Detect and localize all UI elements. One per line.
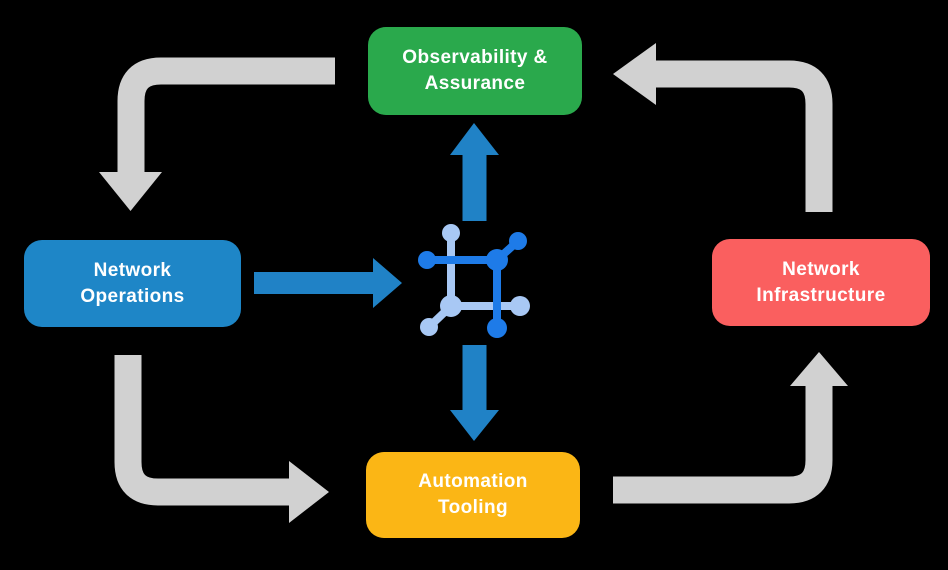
right-arrow-icon xyxy=(254,258,402,308)
node-label-line1: Network xyxy=(782,258,860,280)
cycle-arrow-elbow xyxy=(613,386,833,504)
network-mesh-icon xyxy=(418,224,530,338)
cycle-arrow-operations-to-automation xyxy=(114,355,329,523)
node-label-line1: Automation xyxy=(418,471,528,492)
network-mesh-light-lines xyxy=(420,224,530,336)
flow-arrow-center-to-observability xyxy=(450,123,499,221)
node-label-line2: Tooling xyxy=(438,497,508,518)
node-label-line1: Network xyxy=(93,259,172,281)
node-label-line2: Infrastructure xyxy=(756,284,886,306)
cycle-arrowhead-down xyxy=(99,172,162,211)
up-arrow-icon xyxy=(450,123,499,221)
cycle-arrow-elbow xyxy=(117,57,335,176)
cycle-arrowhead-right xyxy=(289,461,329,523)
node-network-operations: Network Operations xyxy=(24,240,241,327)
node-label-line2: Operations xyxy=(80,285,185,307)
cycle-arrow-infrastructure-to-observability xyxy=(613,43,833,212)
node-observability-assurance: Observability & Assurance xyxy=(368,27,582,115)
cycle-arrow-automation-to-infrastructure xyxy=(613,352,848,504)
cycle-arrowhead-left xyxy=(613,43,656,105)
flow-arrow-operations-to-center xyxy=(254,258,402,308)
flow-arrow-center-to-automation xyxy=(450,345,499,441)
cycle-arrowhead-up xyxy=(790,352,848,386)
network-mesh-dark-lines xyxy=(418,232,527,338)
node-label-line2: Assurance xyxy=(424,73,526,94)
cycle-arrow-elbow xyxy=(656,60,833,212)
down-arrow-icon xyxy=(450,345,499,441)
cycle-arrow-observability-to-operations xyxy=(99,57,335,211)
node-automation-tooling: Automation Tooling xyxy=(366,452,580,538)
node-label-line1: Observability & xyxy=(402,47,548,68)
cycle-arrow-elbow xyxy=(114,355,289,506)
node-network-infrastructure: Network Infrastructure xyxy=(712,239,930,326)
